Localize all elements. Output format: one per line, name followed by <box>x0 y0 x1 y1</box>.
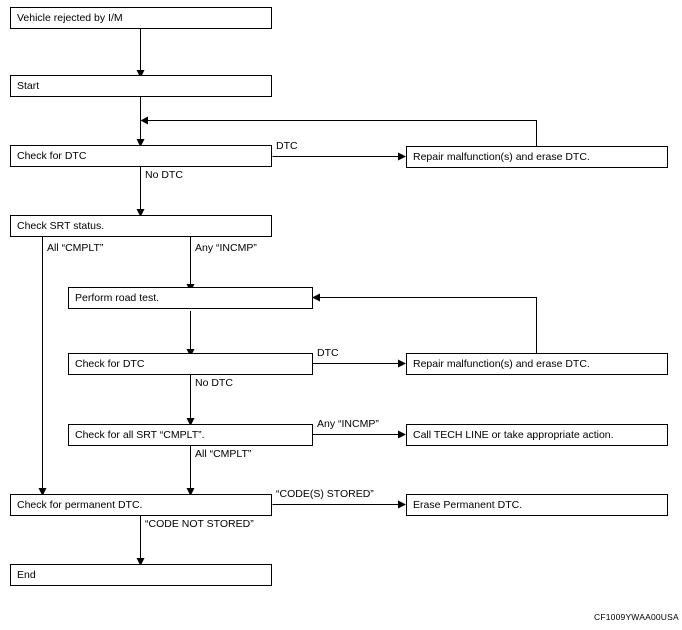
node-label: Start <box>17 79 40 92</box>
node-check-permanent-dtc[interactable]: Check for permanent DTC. <box>10 494 272 516</box>
figure-reference-code: CF1009YWAA00USA <box>594 612 679 622</box>
node-check-all-srt-cmplt[interactable]: Check for all SRT “CMPLT”. <box>68 424 313 446</box>
node-label: Check SRT status. <box>17 219 105 232</box>
edge-label-all-cmplt-1: All “CMPLT” <box>47 242 104 254</box>
edge-label-no-dtc-1: No DTC <box>145 169 183 181</box>
edge-label-any-incmp-1: Any “INCMP” <box>195 242 257 254</box>
node-label: Check for permanent DTC. <box>17 498 143 511</box>
node-label: Repair malfunction(s) and erase DTC. <box>413 357 590 370</box>
node-label: Call TECH LINE or take appropriate actio… <box>413 428 614 441</box>
node-start[interactable]: Start <box>10 75 272 97</box>
edge-label-code-not-stored: “CODE NOT STORED” <box>145 518 254 530</box>
node-check-for-dtc-1[interactable]: Check for DTC <box>10 145 272 167</box>
edge-label-no-dtc-2: No DTC <box>195 377 233 389</box>
node-perform-road-test[interactable]: Perform road test. <box>68 287 313 309</box>
node-call-tech-line[interactable]: Call TECH LINE or take appropriate actio… <box>406 424 668 446</box>
node-repair-malfunctions-2[interactable]: Repair malfunction(s) and erase DTC. <box>406 353 668 375</box>
edge-label-all-cmplt-2: All “CMPLT” <box>195 448 252 460</box>
node-vehicle-rejected[interactable]: Vehicle rejected by I/M <box>10 7 272 29</box>
node-label: Erase Permanent DTC. <box>413 498 523 511</box>
edge-label-any-incmp-2: Any “INCMP” <box>317 418 379 430</box>
node-check-for-dtc-2[interactable]: Check for DTC <box>68 353 313 375</box>
edge-label-codes-stored: “CODE(S) STORED” <box>276 488 374 500</box>
node-label: Check for DTC <box>75 357 145 370</box>
node-label: Repair malfunction(s) and erase DTC. <box>413 150 590 163</box>
node-erase-permanent-dtc[interactable]: Erase Permanent DTC. <box>406 494 668 516</box>
node-end[interactable]: End <box>10 564 272 586</box>
node-label: End <box>17 568 36 581</box>
node-label: Check for all SRT “CMPLT”. <box>75 428 205 441</box>
edge-label-dtc-2: DTC <box>317 347 339 359</box>
node-repair-malfunctions-1[interactable]: Repair malfunction(s) and erase DTC. <box>406 146 668 168</box>
node-label: Perform road test. <box>75 291 160 304</box>
node-label: Vehicle rejected by I/M <box>17 11 123 24</box>
node-check-srt-status[interactable]: Check SRT status. <box>10 215 272 237</box>
node-label: Check for DTC <box>17 149 87 162</box>
edge-label-dtc-1: DTC <box>276 140 298 152</box>
